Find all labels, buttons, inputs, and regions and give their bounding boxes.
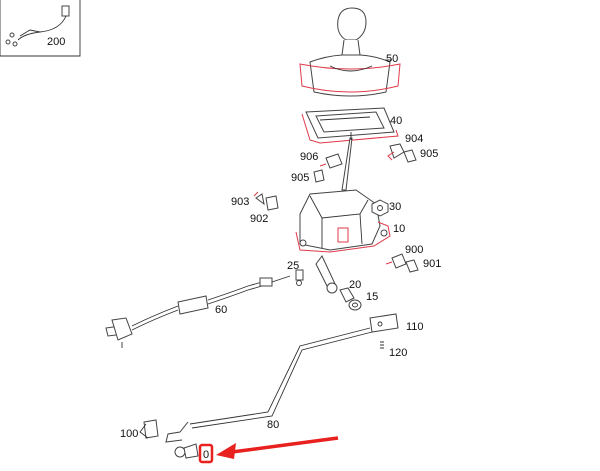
callout-40: 40 [390, 115, 402, 127]
clip-902-part[interactable] [265, 195, 279, 211]
callout-80: 80 [267, 419, 279, 431]
callout-25: 25 [287, 260, 299, 272]
red-arrow-shaft [231, 436, 339, 454]
spring-120-part[interactable] [380, 341, 384, 349]
highlight-box [198, 443, 214, 464]
bracket-110-part[interactable] [369, 313, 399, 333]
callout-905-upper: 905 [420, 148, 438, 160]
callout-10: 10 [393, 223, 405, 235]
callout-904: 904 [405, 133, 423, 145]
shift-knob-and-boot-part[interactable] [299, 7, 401, 97]
clip-901-part[interactable] [405, 259, 419, 273]
small-pin-25-part[interactable] [295, 269, 304, 286]
bushing-20-part[interactable] [339, 287, 355, 303]
callout-902: 902 [250, 213, 268, 225]
callout-15: 15 [366, 291, 378, 303]
callout-20: 20 [349, 279, 361, 291]
washer-15-part[interactable] [348, 299, 362, 311]
shift-rod-80-part[interactable] [165, 327, 373, 443]
highlight-callout-0: 0 [198, 436, 339, 464]
wiring-harness-part[interactable] [5, 5, 70, 47]
nut-30-part[interactable] [371, 199, 389, 217]
callout-120: 120 [389, 347, 407, 359]
clip-904-part[interactable] [387, 143, 405, 161]
trim-frame-part[interactable] [301, 107, 399, 144]
ball-joint-part[interactable] [174, 443, 199, 459]
clip-bracket-100-part[interactable] [139, 419, 159, 439]
clip-905-upper-part[interactable] [403, 149, 417, 163]
callout-905-lower: 905 [291, 172, 309, 184]
inset-frame [0, 0, 81, 57]
callout-200: 200 [47, 36, 65, 48]
callout-50: 50 [386, 53, 398, 65]
callout-903: 903 [231, 196, 249, 208]
callout-60: 60 [215, 304, 227, 316]
callout-901: 901 [423, 258, 441, 270]
callout-900: 900 [405, 244, 423, 256]
inset-panel: 200 [0, 0, 81, 57]
callout-100: 100 [120, 428, 138, 440]
clip-903-part[interactable] [253, 191, 265, 206]
callout-0: 0 [203, 449, 209, 461]
clip-905-lower-part[interactable] [313, 169, 325, 183]
lever-arm-part[interactable] [315, 255, 338, 294]
clip-906-part[interactable] [319, 153, 343, 169]
callout-110: 110 [406, 321, 424, 333]
shift-lever-part[interactable] [341, 132, 353, 191]
callout-906: 906 [300, 151, 318, 163]
clip-900-part[interactable] [385, 253, 407, 269]
shift-cable-60-part[interactable] [105, 275, 291, 348]
red-arrow-head [216, 443, 236, 459]
callout-30: 30 [389, 201, 401, 213]
selector-housing-part[interactable] [295, 189, 391, 253]
